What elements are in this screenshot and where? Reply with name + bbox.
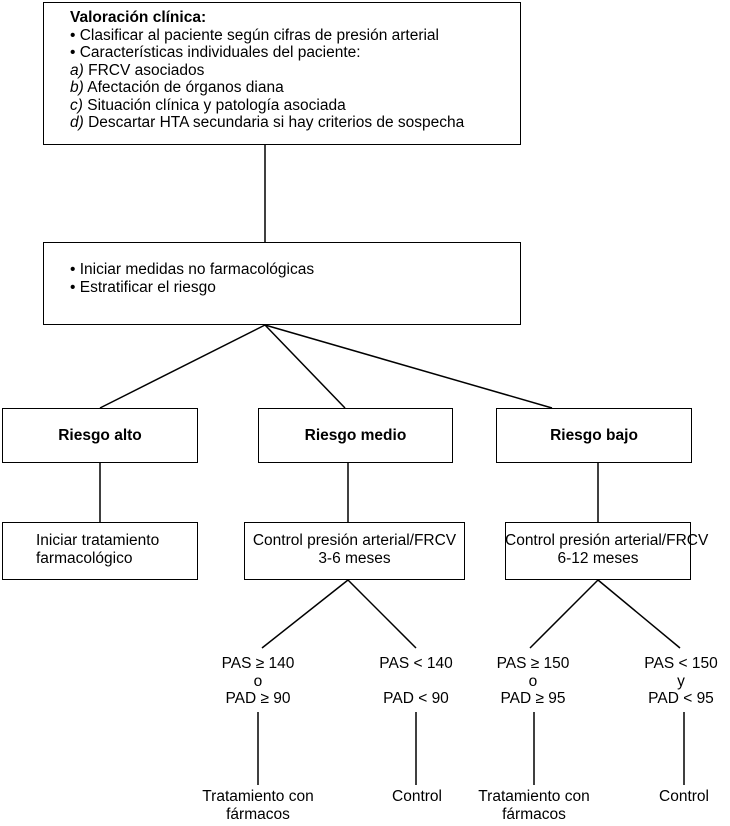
clinical-assessment-box [43,2,521,145]
risk-low-box [496,408,692,463]
action-medium-box [244,522,465,580]
outcome-medium-control: Control [392,788,442,805]
risk-medium-box [258,408,453,463]
connector-initial-to-high [99,324,266,409]
action-low-box [505,522,691,580]
assessment-item-a: a) FRCV asociados [70,61,205,79]
assessment-bullet-characteristics: • Características individuales del pacie… [70,44,361,61]
action-low-text: Control presión arterial/FRCV 6-12 meses [505,532,709,567]
criteria-low-control: PAS < 150 y PAD < 95 [644,655,718,707]
action-high-text: Iniciar tratamiento farmacológico [36,532,160,567]
connector-low-action-to-control [597,579,681,649]
connector-initial-to-low [264,324,553,409]
risk-medium-label: Riesgo medio [304,427,407,444]
connector-initial-to-medium [264,324,346,409]
connector-medium-action-to-treat [261,579,349,649]
connector-low-action-to-treat [529,579,599,649]
clinical-assessment-text: Valoración clínica: • Clasificar al paci… [70,9,464,132]
initial-bullet-nonpharm: • Iniciar medidas no farmacológicas [70,261,315,278]
assessment-item-d: d) Descartar HTA secundaria si hay crite… [70,114,465,131]
risk-low-label: Riesgo bajo [550,427,638,444]
outcome-medium-treat: Tratamiento con fármacos [202,788,314,823]
assessment-item-c: c) Situación clínica y patología asociad… [70,96,346,114]
initial-measures-text: • Iniciar medidas no farmacológicas • Es… [70,261,314,296]
assessment-title: Valoración clínica: [70,9,207,26]
criteria-low-treat: PAS ≥ 150 o PAD ≥ 95 [496,655,570,707]
criteria-medium-control: PAS < 140 PAD < 90 [379,655,453,707]
outcome-low-treat: Tratamiento con fármacos [478,788,590,823]
initial-bullet-stratify: • Estratificar el riesgo [70,278,216,296]
action-medium-text: Control presión arterial/FRCV 3-6 meses [252,532,457,567]
initial-measures-box [43,242,521,325]
outcome-low-control: Control [659,788,709,805]
action-high-box [2,522,198,580]
criteria-medium-treat: PAS ≥ 140 o PAD ≥ 90 [221,655,295,707]
assessment-bullet-classify: • Clasificar al paciente según cifras de… [70,26,439,44]
risk-high-label: Riesgo alto [58,427,142,444]
connector-medium-action-to-control [347,579,417,649]
risk-high-box [2,408,198,463]
assessment-item-b: b) Afectación de órganos diana [70,79,284,96]
